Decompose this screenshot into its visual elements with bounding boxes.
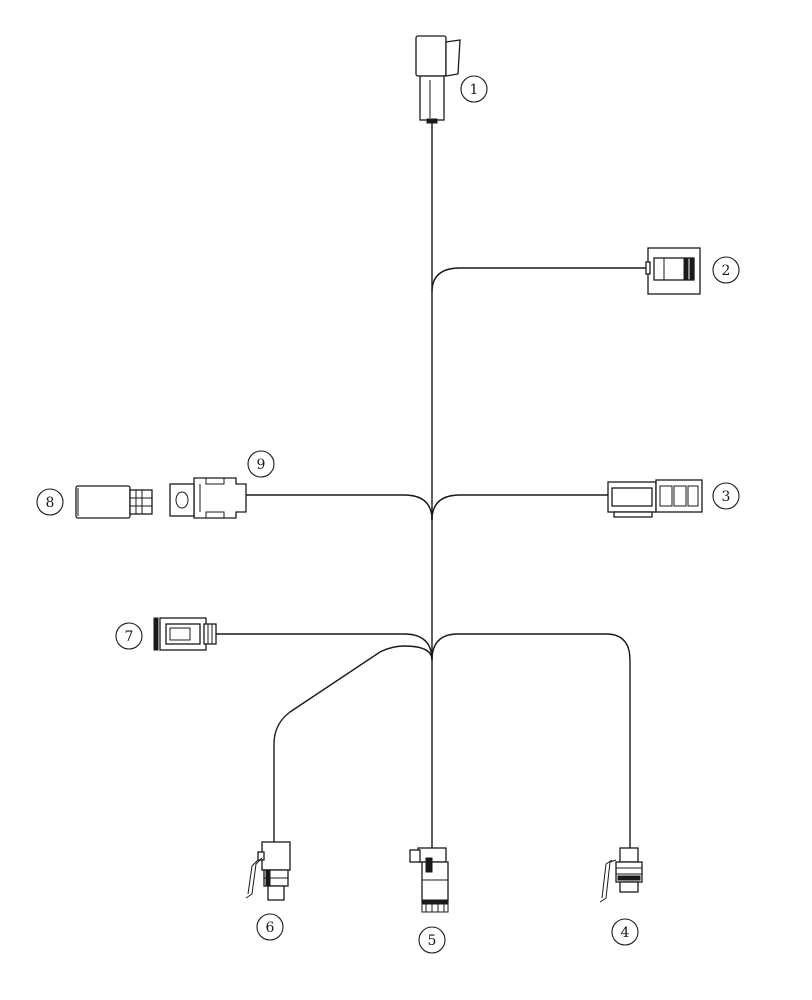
callout-4-label: 4 (621, 925, 630, 941)
connector-8 (75, 485, 153, 519)
branch-wire-3 (431, 494, 608, 521)
callout-5-label: 5 (428, 933, 437, 949)
branch-wire-6 (273, 645, 433, 842)
branch-wire-4 (431, 633, 631, 848)
callout-9-label: 9 (257, 457, 266, 473)
callout-7: 7 (115, 622, 143, 650)
callout-8-label: 8 (46, 495, 55, 511)
callout-2-label: 2 (722, 263, 731, 279)
connector-6 (245, 841, 291, 901)
connector-4 (599, 847, 643, 903)
connector-3 (607, 479, 703, 518)
branch-wire-2 (431, 267, 648, 293)
connector-7 (153, 617, 217, 651)
connector-2 (645, 247, 701, 295)
callout-4: 4 (611, 918, 639, 946)
callout-8: 8 (36, 488, 64, 516)
callout-3: 3 (712, 482, 740, 510)
callout-1-label: 1 (470, 82, 479, 98)
callout-7-label: 7 (125, 629, 134, 645)
connector-9 (169, 477, 247, 519)
connector-5 (409, 847, 449, 913)
callout-9: 9 (247, 450, 275, 478)
callout-5: 5 (418, 926, 446, 954)
callout-1: 1 (460, 75, 488, 103)
callout-3-label: 3 (722, 489, 731, 505)
branch-wire-7 (214, 633, 433, 661)
callout-6-label: 6 (266, 920, 275, 936)
branch-wire-9 (246, 494, 433, 521)
callout-6: 6 (256, 913, 284, 941)
connector-1 (415, 35, 461, 124)
callout-2: 2 (712, 256, 740, 284)
harness-wires (214, 122, 648, 848)
